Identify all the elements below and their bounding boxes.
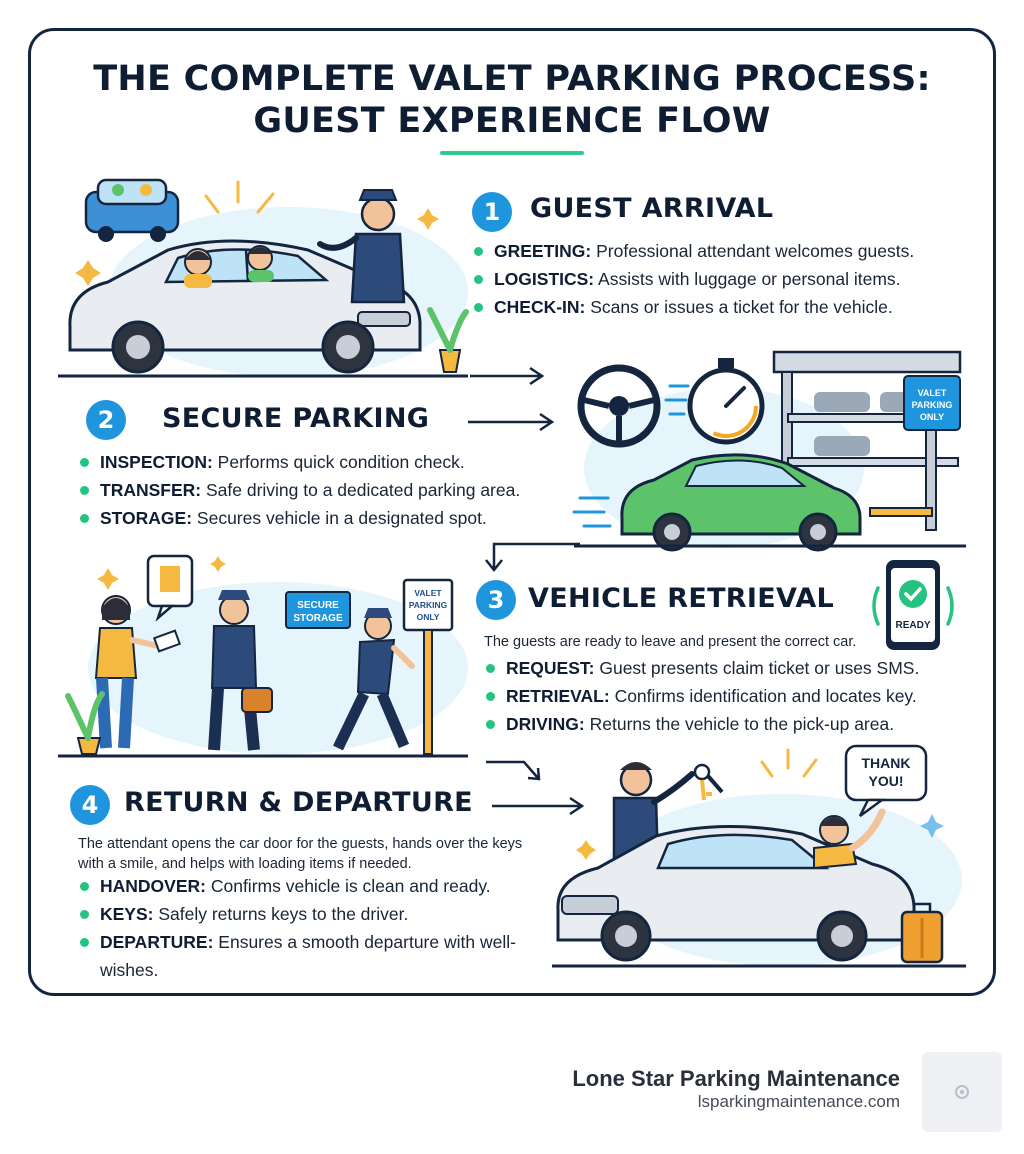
svg-text:PARKING: PARKING xyxy=(409,600,448,610)
silver-car-icon xyxy=(556,824,916,962)
list-item: LOGISTICS: Assists with luggage or perso… xyxy=(472,265,914,293)
step-1-badge: 1 xyxy=(472,192,512,232)
svg-text:SECURE: SECURE xyxy=(297,600,339,611)
brand-logo-icon xyxy=(922,1052,1002,1132)
secure-parking-illustration: VALET PARKING ONLY xyxy=(572,350,966,552)
flow-connector-icon xyxy=(486,760,541,781)
guest-arrival-illustration xyxy=(58,178,469,378)
return-departure-illustration: THANK YOU! xyxy=(552,744,966,968)
svg-text:ONLY: ONLY xyxy=(417,612,440,622)
phone-ready-icon: READY xyxy=(872,560,954,650)
valet-attendant-icon xyxy=(317,189,406,304)
list-item: DRIVING: Returns the vehicle to the pick… xyxy=(484,710,919,738)
stopwatch-icon xyxy=(664,358,765,445)
running-attendant-icon xyxy=(333,608,415,751)
page-title: THE COMPLETE VALET PARKING PROCESS: GUES… xyxy=(0,58,1024,142)
step-4-intro: The attendant opens the car door for the… xyxy=(78,836,523,872)
step-3-title: VEHICLE RETRIEVAL xyxy=(528,583,835,614)
list-item: KEYS: Safely returns keys to the driver. xyxy=(78,900,538,928)
step-2-badge: 2 xyxy=(86,400,126,440)
svg-text:VALET: VALET xyxy=(414,588,442,598)
step-1-title: GUEST ARRIVAL xyxy=(530,193,774,224)
list-item: INSPECTION: Performs quick condition che… xyxy=(78,448,520,476)
vehicle-retrieval-illustration: SECURE STORAGE VALET PARKING ONLY xyxy=(58,554,468,758)
guest-icon xyxy=(94,595,182,749)
secure-storage-sign: SECURE STORAGE xyxy=(285,591,351,629)
list-item: REQUEST: Guest presents claim ticket or … xyxy=(484,654,919,682)
steering-wheel-icon xyxy=(577,364,661,448)
suitcase-icon xyxy=(900,902,944,964)
keys-icon xyxy=(693,763,724,801)
title-line-2: GUEST EXPERIENCE FLOW xyxy=(253,101,771,141)
valet-attendant-icon xyxy=(208,590,273,751)
parking-garage-icon: VALET PARKING ONLY xyxy=(772,350,962,531)
speech-bubble-icon: THANK YOU! xyxy=(844,744,928,818)
flow-arrow-icon xyxy=(492,796,585,816)
step-2-bullets: INSPECTION: Performs quick condition che… xyxy=(78,448,520,532)
step-3-intro: The guests are ready to leave and presen… xyxy=(484,634,857,650)
title-underline xyxy=(440,151,584,155)
list-item: GREETING: Professional attendant welcome… xyxy=(472,237,914,265)
footer-url[interactable]: lsparkingmaintenance.com xyxy=(697,1092,900,1111)
step-4-badge: 4 xyxy=(70,785,110,825)
list-item: CHECK-IN: Scans or issues a ticket for t… xyxy=(472,293,914,321)
step-4-title: RETURN & DEPARTURE xyxy=(124,787,473,818)
title-line-1: THE COMPLETE VALET PARKING PROCESS: xyxy=(93,59,931,99)
list-item: TRANSFER: Safe driving to a dedicated pa… xyxy=(78,476,520,504)
step-3-bullets: REQUEST: Guest presents claim ticket or … xyxy=(484,654,919,738)
svg-text:PARKING: PARKING xyxy=(912,400,953,410)
ticket-bubble-icon xyxy=(146,554,194,622)
step-2-title: SECURE PARKING xyxy=(162,403,430,434)
svg-text:ONLY: ONLY xyxy=(920,412,944,422)
svg-text:STORAGE: STORAGE xyxy=(293,613,343,624)
list-item: DEPARTURE: Ensures a smooth departure wi… xyxy=(78,928,538,984)
step-1-bullets: GREETING: Professional attendant welcome… xyxy=(472,237,914,321)
svg-text:YOU!: YOU! xyxy=(869,773,904,789)
footer-brand: Lone Star Parking Maintenance xyxy=(572,1066,900,1091)
flow-arrow-icon xyxy=(468,366,555,432)
green-car-icon xyxy=(572,453,862,552)
list-item: STORAGE: Secures vehicle in a designated… xyxy=(78,504,520,532)
step-3-badge: 3 xyxy=(476,580,516,620)
driver-icon xyxy=(813,808,886,870)
valet-parking-sign: VALET PARKING ONLY xyxy=(402,578,454,755)
list-item: HANDOVER: Confirms vehicle is clean and … xyxy=(78,872,538,900)
svg-text:THANK: THANK xyxy=(862,755,911,771)
car-icon xyxy=(84,178,180,242)
list-item: RETRIEVAL: Confirms identification and l… xyxy=(484,682,919,710)
svg-text:VALET: VALET xyxy=(918,388,947,398)
svg-text:READY: READY xyxy=(895,620,930,631)
flow-connector-icon xyxy=(485,542,580,573)
silver-car-icon xyxy=(68,239,422,374)
step-4-bullets: HANDOVER: Confirms vehicle is clean and … xyxy=(78,872,538,984)
